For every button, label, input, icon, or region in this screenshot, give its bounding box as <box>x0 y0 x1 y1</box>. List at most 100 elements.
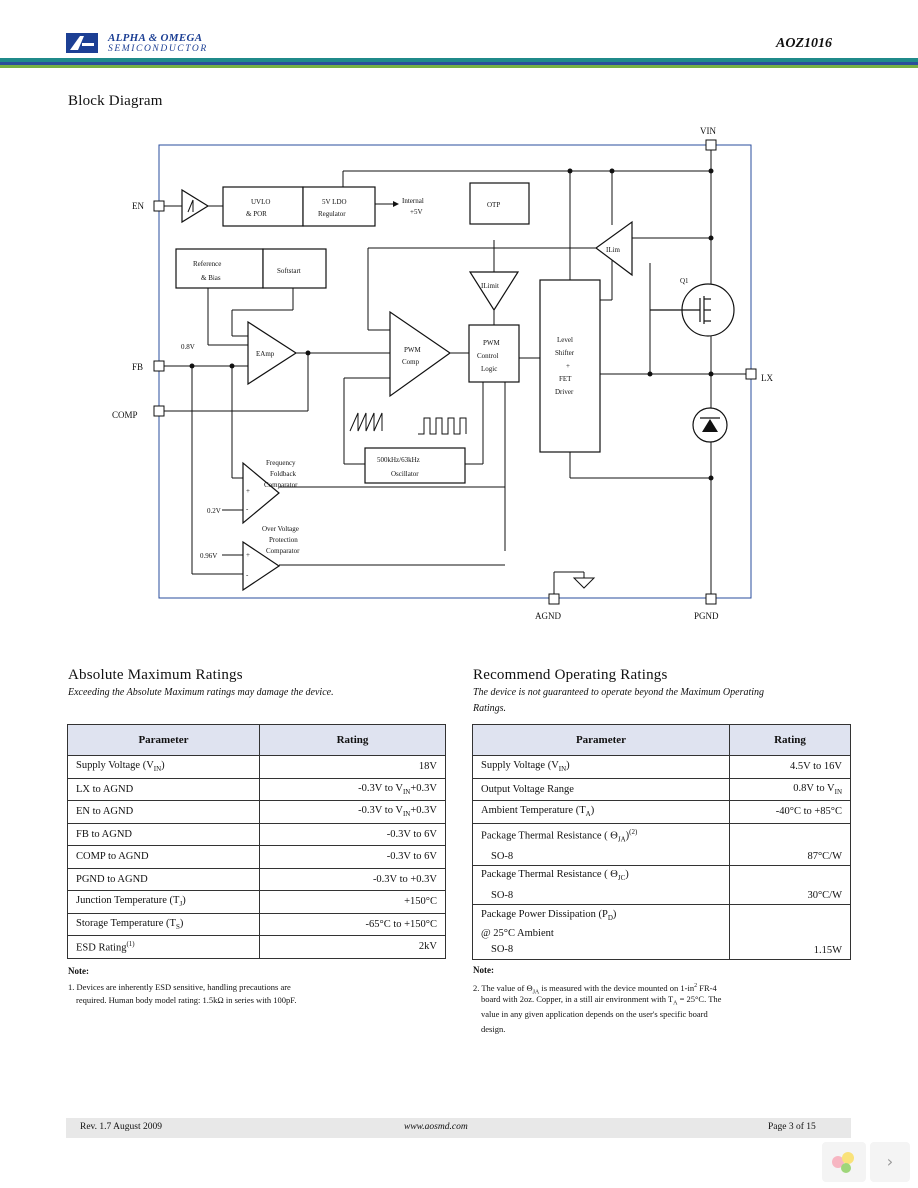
ovp-label-1: Over Voltage <box>262 525 299 533</box>
ilim-amp <box>594 220 633 277</box>
uvlo-block <box>222 186 304 227</box>
minus-sign-ovp: - <box>246 571 249 579</box>
footer-bar <box>66 1118 851 1138</box>
pin-fb <box>153 360 165 372</box>
q1-label: Q1 <box>680 277 689 285</box>
param-cell: Junction Temperature (TJ) <box>67 890 260 914</box>
oscillator-block <box>364 447 466 484</box>
table-row: EN to AGND-0.3V to VIN+0.3V <box>67 800 446 824</box>
table-row: Ambient Temperature (TA) -40°C to +85°C <box>472 800 851 824</box>
eamp <box>247 320 298 386</box>
pin-comp <box>153 405 165 417</box>
osc-label: Oscillator <box>391 470 419 478</box>
pwm-comp-label-2: Comp <box>402 358 420 366</box>
table-row: ESD Rating(1)2kV <box>67 935 446 959</box>
table-row: PGND to AGND-0.3V to +0.3V <box>67 867 446 891</box>
rating-cell: -0.3V to VIN+0.3V <box>259 777 446 801</box>
rating-cell: 2kV <box>259 935 446 959</box>
en-label: EN <box>132 201 144 211</box>
company-name: ALPHA & OMEGA <box>108 32 203 44</box>
footer-website-link[interactable]: www.aosmd.com <box>404 1122 468 1132</box>
pin-lx <box>745 368 757 380</box>
rec-note-line-4: design. <box>481 1024 506 1034</box>
abs-rating-header: Rating <box>259 724 446 756</box>
table-row: Supply Voltage (VIN)18V <box>67 755 446 779</box>
ref-096v-label: 0.96V <box>200 552 217 560</box>
rating-cell: -0.3V to +0.3V <box>259 867 446 891</box>
param-cell: Supply Voltage (VIN) <box>67 755 260 779</box>
part-number: AOZ1016 <box>776 36 832 51</box>
internal-5v-label: +5V <box>410 208 423 216</box>
viewer-logo-widget[interactable] <box>822 1142 866 1182</box>
abs-note-title: Note: <box>68 966 89 976</box>
pin-pgnd <box>705 593 717 605</box>
ovp-label-3: Comparator <box>266 547 300 555</box>
abs-param-header: Parameter <box>67 724 260 756</box>
header-rule-blue <box>0 62 918 65</box>
table-row: Storage Temperature (TS)-65°C to +150°C <box>67 912 446 936</box>
rec-op-title: Recommend Operating Ratings <box>473 667 668 683</box>
driver-label-3: + <box>566 362 570 370</box>
ldo-regulator-label: Regulator <box>318 210 346 218</box>
param-cell: FB to AGND <box>67 822 260 846</box>
lx-label: LX <box>761 373 773 383</box>
vin-label: VIN <box>700 126 716 136</box>
rec-op-table: Parameter Rating Supply Voltage (VIN) 4.… <box>472 724 851 961</box>
table-row: Package Power Dissipation (PD) @ 25°C Am… <box>472 904 851 961</box>
footer-revision: Rev. 1.7 August 2009 <box>80 1122 162 1132</box>
rec-rating-header: Rating <box>729 724 851 756</box>
schmitt-buffer <box>181 188 210 224</box>
pwm-logic-label-2: Control <box>477 352 498 360</box>
pgnd-label: PGND <box>694 611 719 621</box>
abs-note-line-2: required. Human body model rating: 1.5kΩ… <box>76 995 297 1005</box>
bias-label: & Bias <box>201 274 221 282</box>
company-subtitle: SEMICONDUCTOR <box>108 44 208 54</box>
softstart-label: Softstart <box>277 267 301 275</box>
header-rule-teal <box>0 58 918 62</box>
table-row: LX to AGND-0.3V to VIN+0.3V <box>67 777 446 801</box>
abs-max-intro: Exceeding the Absolute Maximum ratings m… <box>68 687 334 698</box>
plus-sign-ovp: + <box>246 551 250 559</box>
abs-max-title: Absolute Maximum Ratings <box>68 667 243 683</box>
por-label: & POR <box>246 210 267 218</box>
rec-note-title: Note: <box>473 965 494 975</box>
company-logo <box>66 33 98 53</box>
uvlo-label: UVLO <box>251 198 270 206</box>
flower-icon <box>832 1152 854 1173</box>
ilimit-label: ILimit <box>481 282 499 290</box>
otp-label: OTP <box>487 201 500 209</box>
driver-label-4: FET <box>559 375 572 383</box>
rating-cell: -65°C to +150°C <box>259 912 446 936</box>
table-row: Package Thermal Resistance ( ΘJA)(2) SO-… <box>472 822 851 867</box>
param-cell: LX to AGND <box>67 777 260 801</box>
driver-block <box>539 279 601 453</box>
pin-vin <box>705 139 717 151</box>
softstart-block <box>262 248 327 289</box>
minus-sign: - <box>246 505 249 513</box>
otp-block <box>469 182 530 225</box>
table-row: Package Thermal Resistance ( ΘJC) SO-8 3… <box>472 865 851 906</box>
ilim-label: ILim <box>606 246 621 254</box>
block-diagram-title: Block Diagram <box>68 93 163 109</box>
pwm-comparator <box>389 310 452 398</box>
pin-agnd <box>548 593 560 605</box>
ldo-label: 5V LDO <box>322 198 347 206</box>
fb-label: FB <box>132 362 143 372</box>
plus-sign: + <box>246 487 250 495</box>
rating-cell: +150°C <box>259 890 446 914</box>
pwm-comp-label: PWM <box>404 346 422 354</box>
next-page-chevron-icon[interactable]: › <box>870 1142 910 1182</box>
rating-cell: 18V <box>259 755 446 779</box>
header-rule-green <box>0 65 918 68</box>
table-row: Junction Temperature (TJ)+150°C <box>67 890 446 914</box>
rating-cell: -0.3V to 6V <box>259 822 446 846</box>
ovp-comparator <box>242 540 281 592</box>
driver-label-1: Level <box>557 336 573 344</box>
rec-note-line-3: value in any given application depends o… <box>481 1009 708 1019</box>
freq-foldback-comparator <box>242 461 280 525</box>
reference-label: Reference <box>193 260 221 268</box>
abs-note-line-1: 1. Devices are inherently ESD sensitive,… <box>68 982 291 992</box>
internal-label: Internal <box>402 197 424 205</box>
ref-02v-label: 0.2V <box>207 507 221 515</box>
